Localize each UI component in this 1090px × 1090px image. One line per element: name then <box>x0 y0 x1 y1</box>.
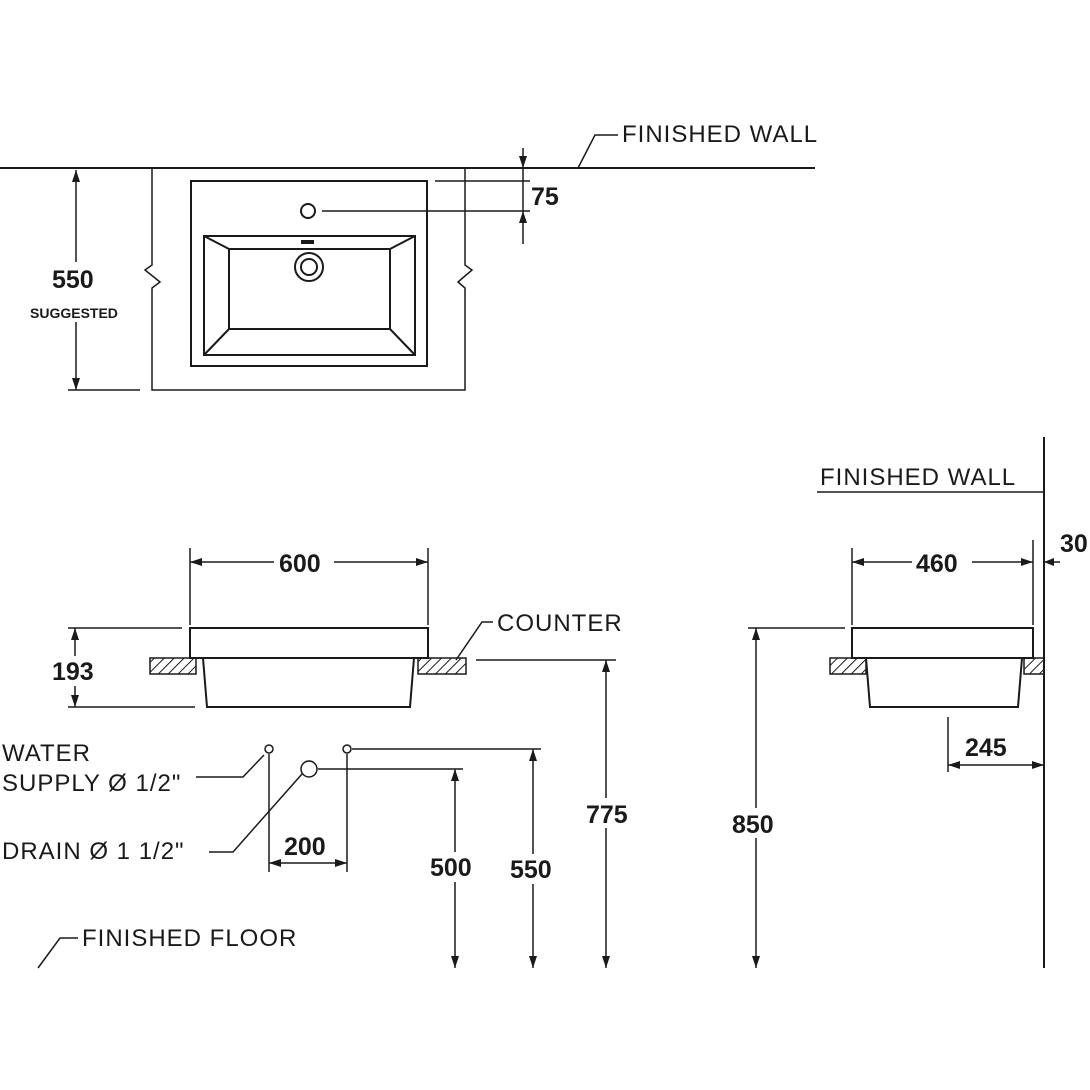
drain-leader <box>209 773 303 853</box>
dim-text-bg <box>508 854 564 884</box>
dim-arrow <box>1021 558 1033 566</box>
counter-label: COUNTER <box>497 610 623 637</box>
dim-arrow <box>1032 761 1044 769</box>
dim-arrow <box>269 859 281 867</box>
dim-width: 600 <box>279 550 321 578</box>
drain-outer <box>294 252 324 282</box>
side-basin-bowl <box>865 657 1023 708</box>
front-view: 600 COUNTER 193 200 WATER SUPPLY Ø <box>2 546 640 969</box>
dim-arrow <box>602 956 610 968</box>
counter-leader <box>455 621 493 661</box>
dim-side-projection: 245 <box>965 734 1007 762</box>
dim-text-bg <box>274 546 334 576</box>
water-label-1: WATER <box>2 740 91 767</box>
dim-arrow <box>451 769 459 781</box>
finished-floor-label: FINISHED FLOOR <box>82 925 297 952</box>
basin-rim <box>189 627 429 659</box>
side-counter <box>1023 657 1045 675</box>
dim-arrow <box>451 956 459 968</box>
side-view: FINISHED WALL 460 30 245 850 <box>730 437 1088 968</box>
bowl-outer <box>203 235 416 356</box>
dim-arrow <box>71 628 79 640</box>
water-supply-point <box>342 744 352 754</box>
dim-arrow <box>519 211 527 223</box>
dim-depth-note: SUGGESTED <box>30 305 118 321</box>
dim-tap-offset: 75 <box>531 183 559 211</box>
water-leader <box>196 754 265 778</box>
dim-arrow <box>529 956 537 968</box>
bowl-corner <box>389 235 416 250</box>
side-finished-wall-label: FINISHED WALL <box>820 464 1016 491</box>
dim-arrow <box>752 628 760 640</box>
dim-arrow <box>72 170 80 182</box>
bowl-corner <box>203 235 230 250</box>
dim-arrow <box>190 558 202 566</box>
drain-inner <box>300 258 318 276</box>
dim-counter-height: 775 <box>586 801 628 829</box>
dim-arrow <box>529 749 537 761</box>
tap-hole <box>300 203 316 219</box>
drain-point <box>300 760 318 778</box>
dim-arrow <box>519 156 527 168</box>
dim-text-bg <box>40 262 122 322</box>
side-counter <box>829 657 867 675</box>
counter-outline <box>143 168 474 391</box>
dim-side-rim-height: 850 <box>732 811 774 839</box>
dim-spacing: 200 <box>284 833 326 861</box>
bowl-corner <box>389 328 416 356</box>
dim-arrow <box>948 761 960 769</box>
top-view: FINISHED WALL 75 550 SUGGESTED <box>0 121 818 391</box>
dim-text-bg <box>912 546 972 576</box>
water-label-2: SUPPLY Ø 1/2" <box>2 770 181 797</box>
bowl-inner <box>228 248 391 330</box>
dim-supply-height: 550 <box>510 856 552 884</box>
dim-arrow <box>1044 558 1054 566</box>
dim-height: 193 <box>52 658 94 686</box>
dim-text-bg <box>730 808 786 838</box>
dim-arrow <box>335 859 347 867</box>
dim-text-bg <box>48 656 110 686</box>
basin-bowl <box>202 657 415 708</box>
dim-side-depth: 460 <box>916 550 958 578</box>
dim-depth-top: 550 <box>52 266 94 294</box>
dim-arrow <box>602 660 610 672</box>
dim-side-gap: 30 <box>1060 530 1088 558</box>
side-basin-rim <box>851 627 1034 659</box>
counter-left <box>149 657 197 675</box>
bowl-corner <box>203 328 230 356</box>
finished-wall-label: FINISHED WALL <box>622 121 818 148</box>
dim-drain-height: 500 <box>430 854 472 882</box>
drain-label: DRAIN Ø 1 1/2" <box>2 838 185 865</box>
dim-arrow <box>71 695 79 707</box>
dim-arrow <box>72 378 80 390</box>
water-supply-point <box>264 744 274 754</box>
dim-arrow <box>752 956 760 968</box>
basin-outline <box>190 180 428 367</box>
counter-right <box>417 657 467 675</box>
dim-text-bg <box>428 852 484 882</box>
dim-text-bg <box>584 798 640 828</box>
wall-leader <box>577 134 618 169</box>
overflow-slot <box>301 240 314 244</box>
floor-leader <box>37 937 78 969</box>
dim-arrow <box>852 558 864 566</box>
dim-arrow <box>416 558 428 566</box>
